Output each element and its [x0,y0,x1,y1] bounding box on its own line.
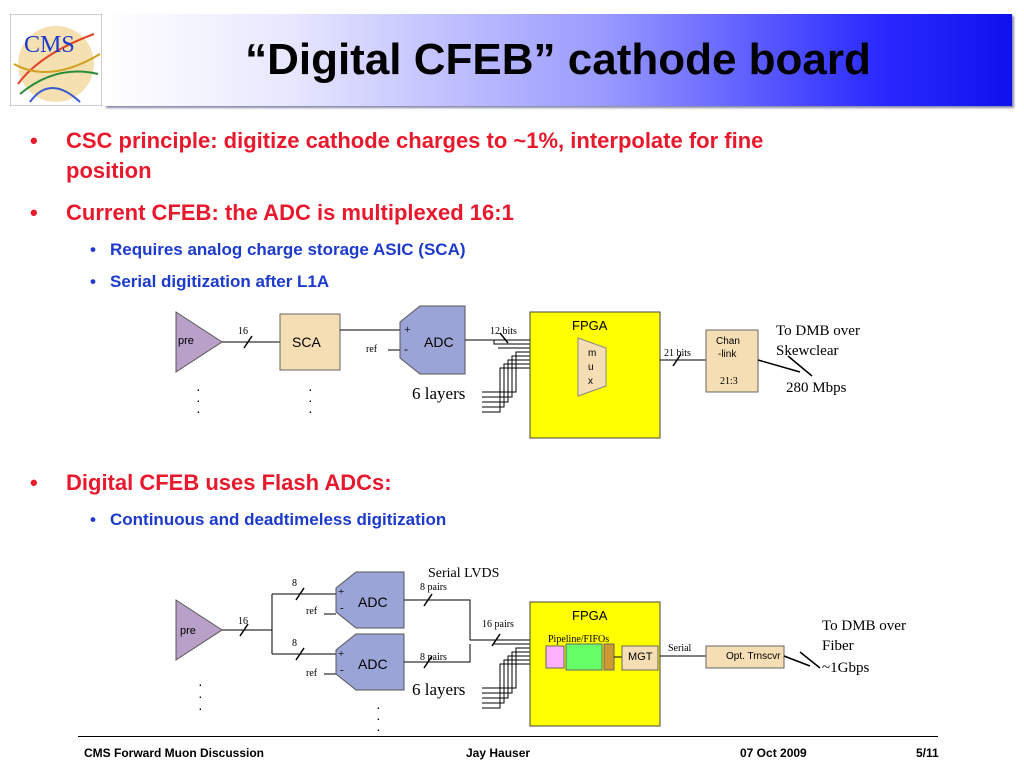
ellipsis-dots: ··· [198,676,203,716]
mux-label-m: m [588,348,597,359]
adc-top-minus: - [340,602,344,614]
ref-label-top: ref [306,606,318,617]
adc-plus: + [404,322,411,336]
adc-bottom-label: ADC [358,656,388,672]
sub-bullet-marker: • [90,272,96,291]
adc-minus: - [404,342,408,356]
chan-link-ratio: 21:3 [720,376,738,387]
chan-link-label-1: Chan [716,336,740,347]
sub-bullet-marker: • [90,510,96,529]
mux-shape [577,337,607,397]
ellipsis-dots: ··· [308,381,313,419]
bus-16-label: 16 [238,326,248,337]
title-banner [104,14,1012,106]
adc-bottom-shape [335,633,405,691]
dmb-label-1: To DMB over [822,618,906,634]
adc-shape [399,305,466,375]
bullet-marker: • [30,200,38,225]
ref-label: ref [366,344,378,355]
adc-top-shape [335,571,405,629]
pairs-8-label-top: 8 pairs [420,582,447,593]
layer-bus-lines [482,340,530,413]
adc-bottom-minus: - [340,664,344,676]
pipeline-block-green [565,643,603,671]
adc-label: ADC [424,334,454,350]
pipeline-block-brown [603,643,615,671]
footer-date: 07 Oct 2009 [740,746,807,760]
adc-top-plus: + [338,586,345,598]
bits-21-label: 21 bits [664,348,691,359]
bits-12-label: 12 bits [490,326,517,337]
adc-top-label: ADC [358,594,388,610]
rate-label: 280 Mbps [786,380,847,396]
bus-8-label-bottom: 8 [292,638,297,649]
cms-logo: CMS [9,13,103,107]
sub-bullet-sca: Requires analog charge storage ASIC (SCA… [110,240,466,259]
bus-8-label-top: 8 [292,578,297,589]
serial-lvds-label: Serial LVDS [428,566,500,581]
footer-event: CMS Forward Muon Discussion [84,746,265,760]
transceiver-box [705,645,785,669]
sub-bullet-continuous: Continuous and deadtimeless digitization [110,510,447,529]
preamp-shape [175,599,223,661]
preamp-shape [175,311,223,373]
bullet-csc-principle-cont: position [66,158,152,183]
layer-bus-lines [482,643,530,709]
sca-label: SCA [292,334,321,350]
footer-author: Jay Hauser [466,746,531,760]
ref-label-bottom: ref [306,668,318,679]
mux-label-x: x [588,376,593,387]
pairs-16-label: 16 pairs [482,619,514,630]
preamp-label: pre [180,625,196,637]
bus-16-label: 16 [238,616,248,627]
bullet-csc-principle: CSC principle: digitize cathode charges … [66,128,764,153]
bullet-current-cfeb: Current CFEB: the ADC is multiplexed 16:… [66,200,514,225]
chan-link-box [705,329,759,393]
chan-link-label-2: -link [718,349,737,360]
mgt-label: MGT [628,651,653,663]
footer-divider [78,736,938,737]
layers-label: 6 layers [412,680,466,699]
mgt-box [621,645,659,671]
ellipsis-dots: ··· [196,381,201,419]
preamp-label: pre [178,335,194,347]
footer-page-number: 5/11 [916,746,939,760]
layers-label: 6 layers [412,384,466,403]
pipeline-label: Pipeline/FIFOs [548,634,610,645]
bullet-marker: • [30,470,38,495]
ellipsis-dots: ··· [376,699,381,737]
dmb-label-1: To DMB over [776,323,860,339]
pipeline-block-pink [545,645,565,669]
dmb-label-2: Fiber [822,638,854,654]
mux-label-u: u [588,362,594,373]
bullet-marker: • [30,128,38,153]
sub-bullet-serial: Serial digitization after L1A [110,272,330,291]
serial-label: Serial [668,643,692,654]
dmb-label-2: Skewclear [776,343,839,359]
rate-label: ~1Gbps [822,660,870,676]
adc-bottom-plus: + [338,648,345,660]
transceiver-label: Opt. Trnscvr [726,651,781,662]
svg-text:CMS: CMS [24,32,75,58]
pairs-8-label-bottom: 8 pairs [420,652,447,663]
fpga-label: FPGA [572,318,608,333]
sub-bullet-marker: • [90,240,96,259]
sca-box [279,313,341,371]
fpga-label: FPGA [572,608,608,623]
slide-title: “Digital CFEB” cathode board [245,35,871,84]
bullet-digital-cfeb: Digital CFEB uses Flash ADCs: [66,470,392,495]
